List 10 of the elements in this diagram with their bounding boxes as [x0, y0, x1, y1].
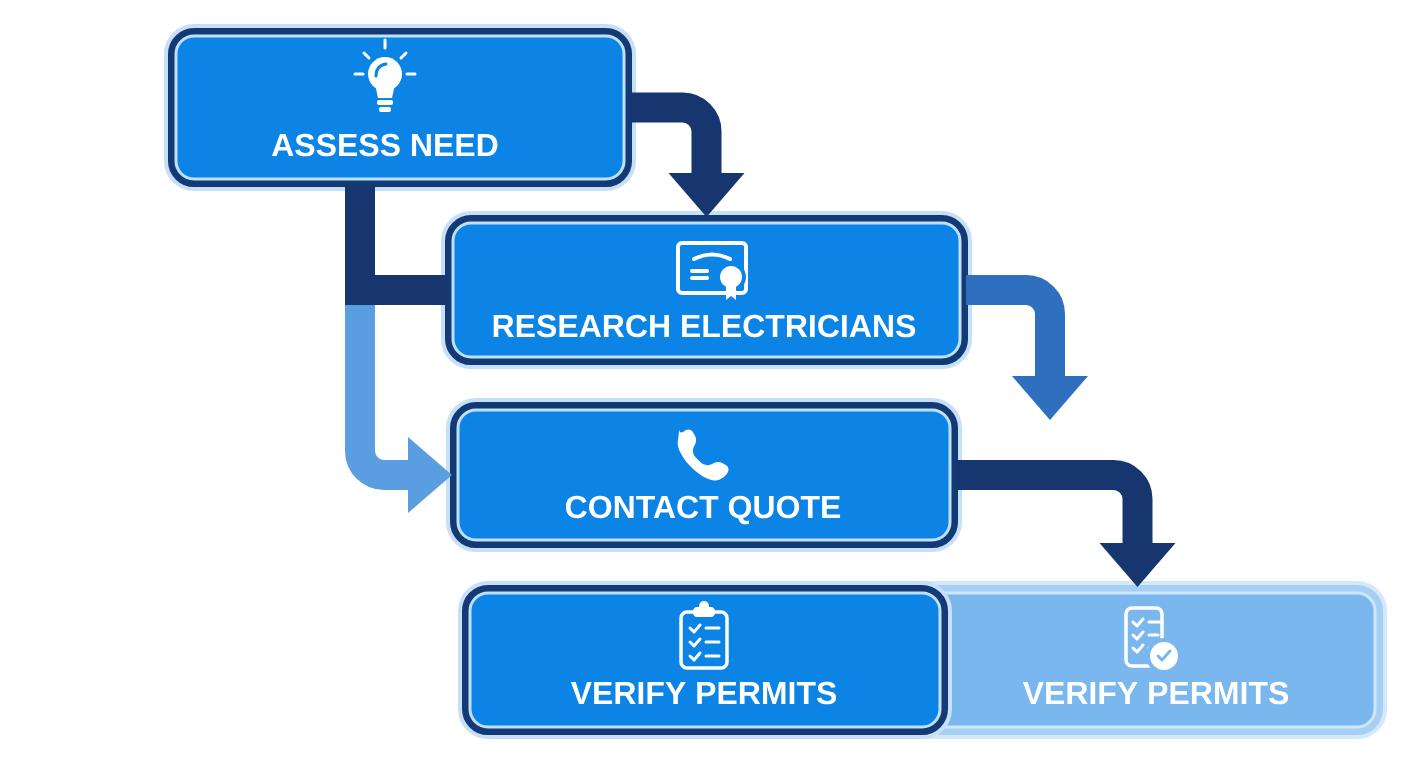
arrow — [966, 275, 1088, 420]
process-box: ASSESS NEED — [164, 24, 636, 191]
process-box: CONTACT QUOTE — [446, 398, 962, 552]
process-box: RESEARCH ELECTRICIANS — [441, 211, 972, 369]
arrow — [345, 305, 452, 513]
connector-line — [345, 185, 375, 275]
arrow — [956, 460, 1176, 587]
arrow — [630, 92, 745, 217]
connector-line — [345, 274, 447, 305]
process-box: VERIFY PERMITS — [458, 581, 952, 739]
